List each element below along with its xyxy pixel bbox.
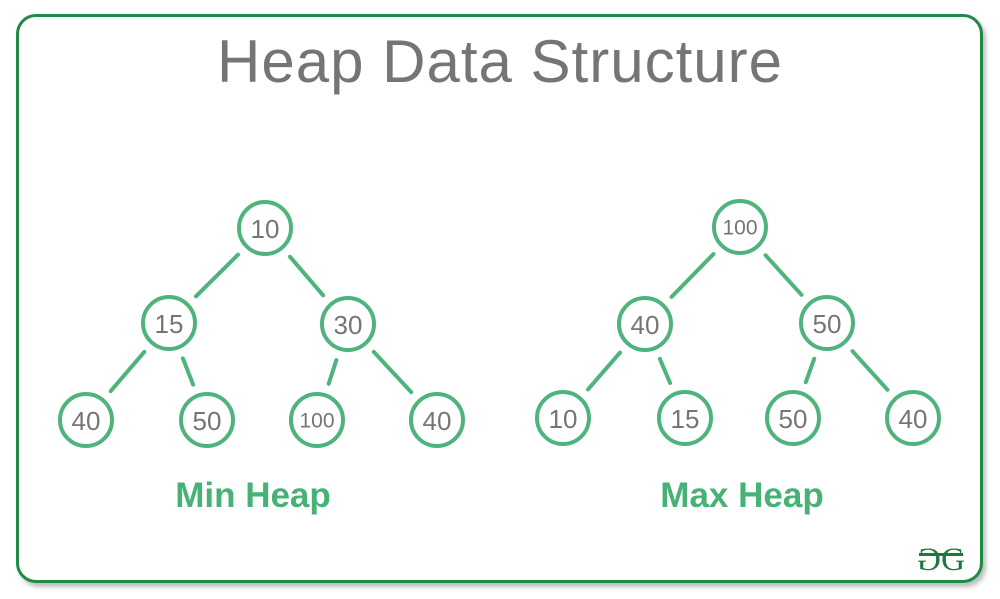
- tree-node-value: 50: [193, 406, 222, 436]
- tree-node-circle: [289, 392, 345, 448]
- logo-reversed-g-glyph: G: [918, 542, 942, 578]
- tree-node-value: 50: [779, 404, 808, 434]
- max-heap-tree: 100 40 50 10 15 50 40: [535, 199, 941, 446]
- tree-node-value: 100: [722, 217, 757, 240]
- tree-node-value: 40: [72, 406, 101, 436]
- tree-edge: [371, 349, 414, 395]
- tree-edge: [586, 350, 622, 392]
- tree-node-value: 40: [899, 404, 928, 434]
- tree-edge: [850, 349, 890, 392]
- tree-node-value: 15: [671, 404, 700, 434]
- tree-node-value: 15: [155, 309, 184, 339]
- tree-edge: [657, 357, 673, 385]
- tree-node-value: 40: [423, 406, 452, 436]
- tree-node-circle: [535, 390, 591, 446]
- tree-node-circle: [712, 199, 768, 255]
- logo-g-glyph: G: [941, 542, 965, 578]
- tree-node-circle: [617, 296, 673, 352]
- tree-node-circle: [58, 392, 114, 448]
- tree-edge: [669, 252, 716, 299]
- tree-edge: [326, 358, 339, 386]
- max-heap-label: Max Heap: [660, 476, 824, 515]
- tree-edge: [803, 356, 817, 385]
- geeksforgeeks-logo: GG: [918, 542, 965, 578]
- tree-edge: [108, 349, 147, 394]
- tree-node-circle: [657, 390, 713, 446]
- tree-node-value: 40: [631, 310, 660, 340]
- min-heap-tree: 10 15 30 40 50 100 40: [58, 200, 465, 448]
- tree-node-circle: [765, 390, 821, 446]
- tree-node-circle: [141, 295, 197, 351]
- tree-edge: [180, 356, 196, 387]
- tree-node-circle: [799, 295, 855, 351]
- tree-node-circle: [409, 392, 465, 448]
- min-heap-label: Min Heap: [175, 476, 331, 515]
- tree-node-circle: [885, 390, 941, 446]
- tree-node-value: 30: [334, 310, 363, 340]
- tree-edge: [287, 254, 326, 298]
- tree-node-value: 100: [299, 410, 334, 433]
- tree-node-value: 10: [251, 214, 280, 244]
- tree-edge: [763, 253, 804, 297]
- tree-edge: [194, 252, 240, 299]
- tree-node-circle: [237, 200, 293, 256]
- tree-node-value: 50: [813, 309, 842, 339]
- tree-node-circle: [320, 296, 376, 352]
- page-title: Heap Data Structure: [217, 28, 783, 95]
- logo-crossbar: [919, 553, 963, 556]
- tree-node-value: 10: [549, 404, 578, 434]
- tree-node-circle: [179, 392, 235, 448]
